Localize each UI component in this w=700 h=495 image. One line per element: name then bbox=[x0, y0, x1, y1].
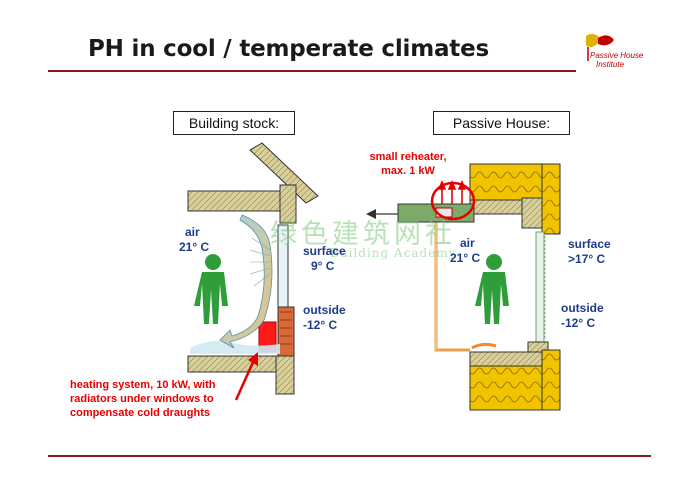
title-rule bbox=[48, 70, 576, 72]
roof-insulation bbox=[469, 163, 543, 201]
reheater-highlight-circle bbox=[430, 181, 476, 221]
left-outside-label: outside -12° C bbox=[303, 303, 346, 333]
heating-system-note: heating system, 10 kW, with radiators un… bbox=[70, 378, 216, 420]
building-stock-label: Building stock: bbox=[188, 115, 280, 131]
watermark-english: Building Academy bbox=[330, 246, 457, 260]
passive-house-drawing bbox=[366, 163, 561, 411]
right-air-label: air 21° C bbox=[450, 236, 480, 266]
left-air-label: air 21° C bbox=[179, 225, 209, 255]
right-outside-label: outside -12° C bbox=[561, 301, 604, 331]
left-surface-temp: 9° C bbox=[311, 259, 335, 273]
passive-house-box: Passive House: bbox=[433, 111, 570, 135]
building-stock-box: Building stock: bbox=[173, 111, 295, 135]
floor-slab bbox=[469, 351, 543, 367]
left-outside-text: outside bbox=[303, 303, 346, 317]
watermark-chinese: 绿色建筑网社 bbox=[270, 219, 456, 250]
outer-wall bbox=[277, 306, 295, 358]
right-air-text: air bbox=[460, 236, 475, 250]
heating-line3: compensate cold draughts bbox=[70, 407, 210, 419]
heating-line2: radiators under windows to bbox=[70, 393, 214, 405]
reheater-note: small reheater, max. 1 kW bbox=[366, 150, 450, 178]
floor-insulation bbox=[469, 365, 543, 411]
right-surface-temp: >17° C bbox=[568, 252, 606, 266]
right-surface-text: surface bbox=[568, 237, 611, 251]
right-surface-label: surface >17° C bbox=[568, 237, 611, 267]
building-stock-drawing bbox=[187, 142, 319, 401]
passive-window bbox=[535, 231, 545, 343]
person-icon-left bbox=[194, 254, 228, 324]
right-air-temp: 21° C bbox=[450, 251, 481, 265]
left-surface-text: surface bbox=[303, 244, 346, 258]
footer-rule bbox=[48, 455, 651, 457]
cold-draught-flow bbox=[219, 214, 273, 349]
reheater-line1: small reheater, bbox=[369, 151, 447, 163]
heating-line1: heating system, 10 kW, with bbox=[70, 379, 216, 391]
right-outside-text: outside bbox=[561, 301, 604, 315]
reheater-line2: max. 1 kW bbox=[381, 165, 435, 177]
left-air-temp: 21° C bbox=[179, 240, 210, 254]
left-surface-label: surface 9° C bbox=[303, 244, 346, 274]
left-air-text: air bbox=[185, 225, 200, 239]
passive-house-label: Passive House: bbox=[452, 115, 551, 131]
logo-text: Passive House Institute bbox=[590, 51, 643, 69]
slide-title: PH in cool / temperate climates bbox=[88, 36, 489, 62]
person-icon-right bbox=[475, 254, 509, 324]
right-outside-temp: -12° C bbox=[561, 316, 596, 330]
left-outside-temp: -12° C bbox=[303, 318, 338, 332]
logo-line2: Institute bbox=[596, 60, 625, 69]
logo-line1: Passive House bbox=[590, 51, 644, 60]
